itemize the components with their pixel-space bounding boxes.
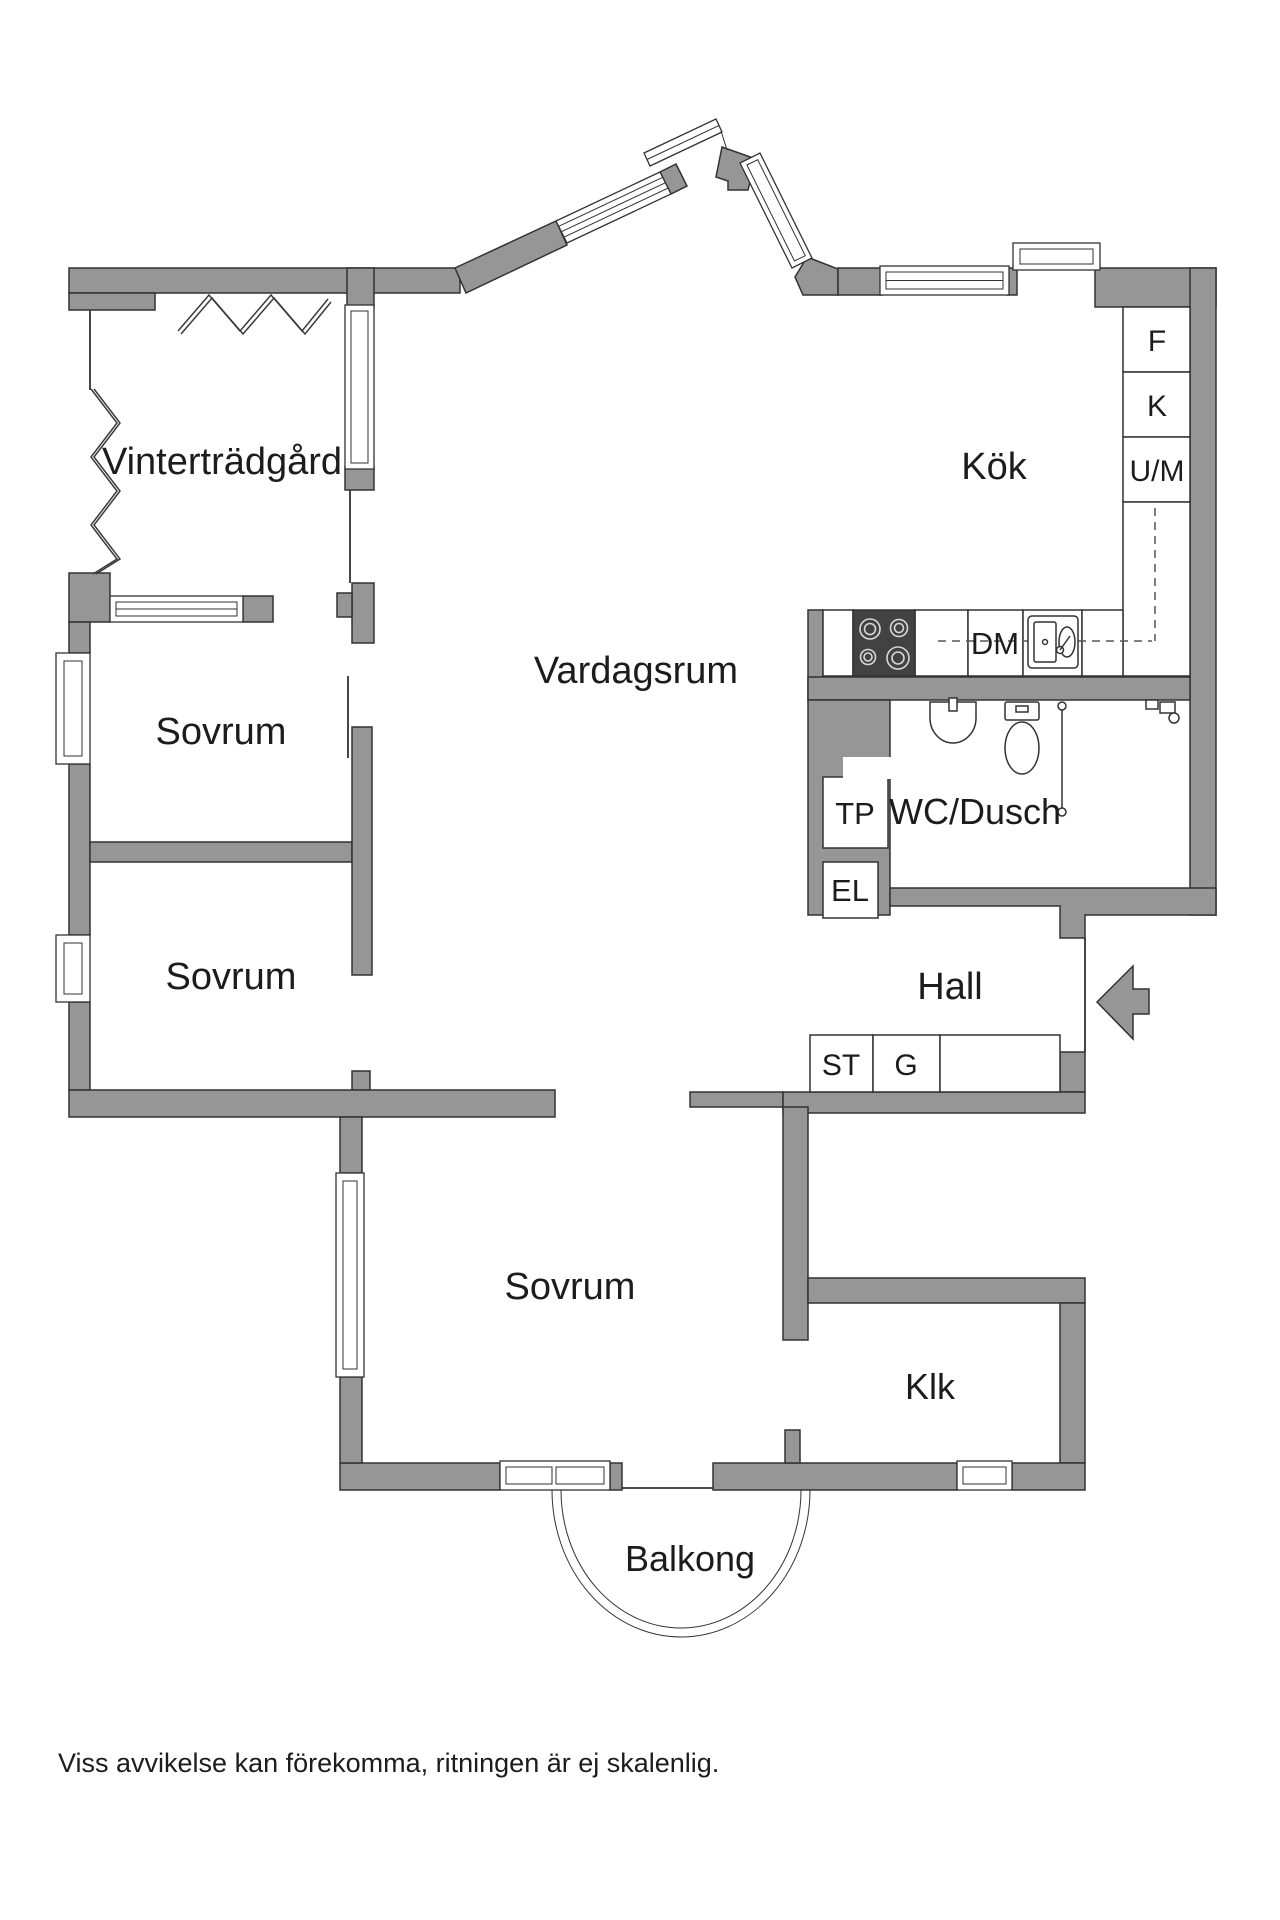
room-labels: Vinterträdgård Kök Vardagsrum Sovrum Sov… <box>102 441 1061 1579</box>
stove-burners <box>859 618 910 670</box>
toilet-icon <box>1004 701 1040 775</box>
label-st: ST <box>822 1049 860 1082</box>
counter-cabinet <box>1081 609 1124 677</box>
window-bay-right <box>739 152 813 269</box>
washbasin-icon <box>929 697 977 744</box>
window-kitchen-top <box>879 265 1010 296</box>
open-window-bay <box>643 118 728 167</box>
windows <box>55 118 1101 1491</box>
window-sovrum3-bottom <box>499 1460 611 1491</box>
appliance-labels: F K U/M DM TP EL ST G <box>822 325 1185 1082</box>
fridge-box <box>1122 306 1191 373</box>
room-label-kok: Kök <box>961 446 1027 488</box>
wc-door-opening <box>843 757 903 779</box>
folding-window-zigzag <box>90 293 332 575</box>
door-openings <box>89 310 1086 1489</box>
open-window-kitchen <box>1012 242 1101 271</box>
label-el: EL <box>831 873 869 908</box>
ugn-micro-box <box>1122 436 1191 503</box>
window-vintertradgard-sovrum <box>109 595 244 623</box>
room-label-sovrum3: Sovrum <box>505 1266 636 1308</box>
room-label-klk: Klk <box>905 1366 956 1407</box>
label-g: G <box>894 1049 917 1082</box>
room-label-sovrum1: Sovrum <box>156 711 287 753</box>
el-box <box>822 861 879 919</box>
window-klk-bottom <box>956 1460 1013 1491</box>
window-bay-left <box>555 171 672 244</box>
entrance-arrow-icon <box>1095 964 1150 1041</box>
window-sovrum1 <box>55 652 91 765</box>
room-label-sovrum2: Sovrum <box>166 956 297 998</box>
appliance-boxes <box>809 306 1191 1093</box>
window-sovrum3 <box>335 1172 365 1378</box>
label-f: F <box>1148 325 1166 358</box>
room-label-balkong: Balkong <box>625 1538 755 1579</box>
counter-cabinet <box>822 609 854 677</box>
room-label-wc-dusch: WC/Dusch <box>889 791 1061 832</box>
counter-cabinet <box>914 609 969 677</box>
label-um: U/M <box>1130 455 1185 488</box>
label-k: K <box>1147 390 1167 423</box>
room-label-hall: Hall <box>917 966 982 1008</box>
disclaimer-text: Viss avvikelse kan förekomma, ritningen … <box>58 1748 719 1778</box>
closet-box <box>939 1034 1061 1093</box>
stad-box <box>809 1034 874 1093</box>
shower-icon <box>1057 699 1180 817</box>
window-vintertradgard-vardagsrum <box>344 304 375 470</box>
dishwasher-box <box>967 609 1024 677</box>
counter-dashed-line <box>938 508 1156 642</box>
fixtures <box>859 615 1180 1041</box>
room-label-vintertradgard: Vinterträdgård <box>102 441 342 483</box>
counter-strip <box>1122 501 1191 677</box>
label-dm: DM <box>971 626 1019 661</box>
balcony-railing <box>551 1489 811 1638</box>
window-sovrum2 <box>55 934 91 1003</box>
label-tp: TP <box>835 796 875 831</box>
sink-icon <box>1027 615 1079 669</box>
tp-box <box>822 776 889 849</box>
room-label-vardagsrum: Vardagsrum <box>534 650 738 692</box>
